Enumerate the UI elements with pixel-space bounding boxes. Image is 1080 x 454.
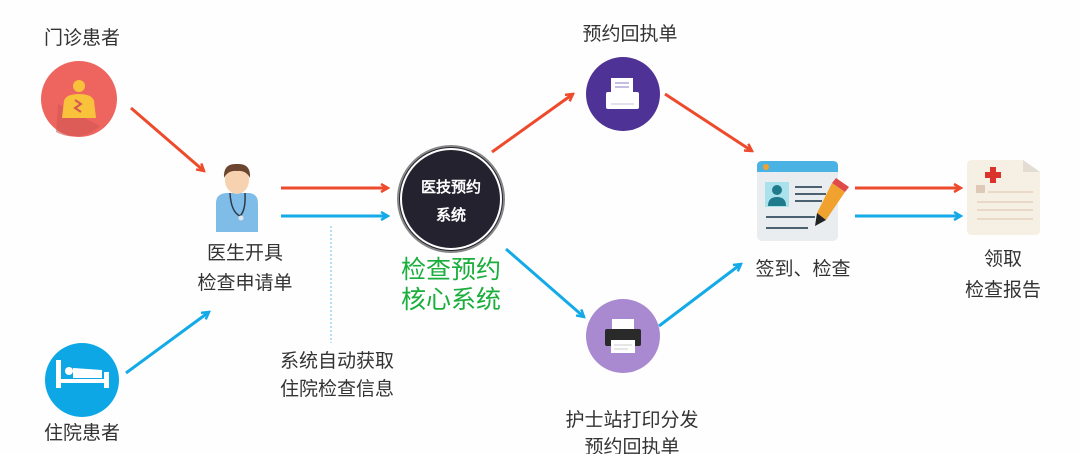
- id-card-edit-icon: [757, 161, 849, 241]
- doctor-label-line1: 医生开具: [207, 242, 283, 264]
- bed-icon: [45, 343, 119, 417]
- doctor-icon: [216, 163, 258, 232]
- auto-fetch-label-line2: 住院检查信息: [280, 378, 394, 400]
- inpatient-label: 住院患者: [44, 422, 120, 444]
- core-system-node: 医技预约 系统: [397, 145, 505, 253]
- arrow-receipt-to-checkin: [664, 92, 752, 151]
- arrow-core-to-nurse: [505, 247, 584, 317]
- arrow-inpatient-to-doctor: [125, 312, 209, 375]
- inpatient-flow-arrows: [125, 216, 961, 375]
- checkin-label: 签到、检查: [755, 258, 850, 280]
- medical-report-icon: [967, 160, 1040, 235]
- doctor-label-line2: 检查申请单: [197, 272, 292, 294]
- outpatient-flow-arrows: [130, 92, 961, 188]
- core-system-label-line1: 医技预约: [421, 178, 481, 196]
- printer-icon: [586, 57, 660, 131]
- core-system-caption-line2: 核心系统: [401, 285, 501, 314]
- auto-fetch-label-line1: 系统自动获取: [280, 350, 394, 372]
- outpatient-label: 门诊患者: [44, 27, 120, 49]
- arrow-outpatient-to-doctor: [130, 106, 204, 171]
- nurse-print-label-line2: 预约回执单: [584, 436, 679, 454]
- arrow-nurse-to-checkin: [658, 264, 741, 328]
- core-system-label-line2: 系统: [436, 206, 466, 224]
- report-label-line1: 领取: [984, 248, 1022, 270]
- report-label-line2: 检查报告: [965, 279, 1041, 301]
- receipt-label: 预约回执单: [582, 23, 677, 45]
- printer-icon: [586, 299, 660, 373]
- nurse-print-label-line1: 护士站打印分发: [565, 409, 698, 431]
- arrow-core-to-receipt: [491, 94, 573, 154]
- injured-patient-icon: [41, 61, 117, 137]
- core-system-caption-line1: 检查预约: [401, 255, 501, 284]
